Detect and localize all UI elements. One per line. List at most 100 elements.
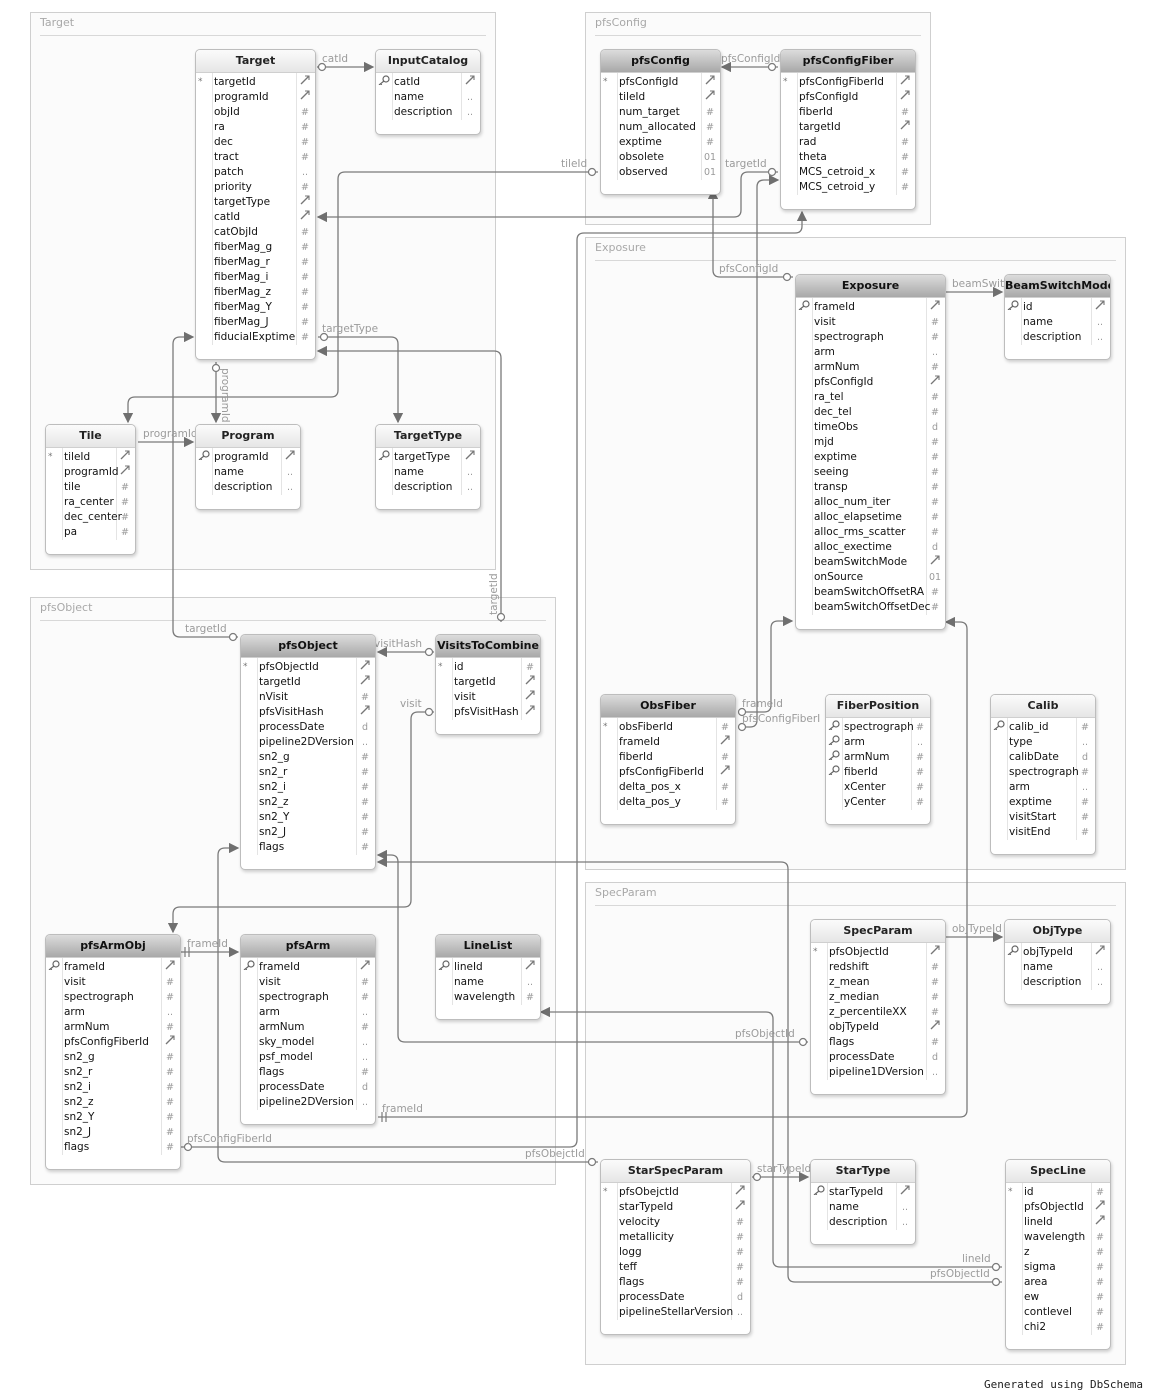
column-row[interactable]: metallicity# [601, 1230, 750, 1245]
table-header[interactable]: StarSpecParam [601, 1160, 750, 1183]
column-row[interactable]: arm.. [796, 345, 945, 360]
table-header[interactable]: pfsArm [241, 935, 375, 958]
column-row[interactable]: id [1005, 300, 1110, 315]
column-row[interactable]: spectrograph# [241, 990, 375, 1005]
column-row[interactable]: sn2_r# [241, 765, 375, 780]
table-header[interactable]: FiberPosition [826, 695, 930, 718]
column-row[interactable]: lineId [436, 960, 540, 975]
column-row[interactable]: arm.. [826, 735, 930, 750]
column-row[interactable]: armNum# [46, 1020, 180, 1035]
column-row[interactable]: alloc_num_iter# [796, 495, 945, 510]
column-row[interactable]: fiberId# [601, 750, 735, 765]
table-header[interactable]: Tile [46, 425, 135, 448]
column-row[interactable]: targetType [196, 195, 315, 210]
column-row[interactable]: sky_model.. [241, 1035, 375, 1050]
column-row[interactable]: fiberMag_g# [196, 240, 315, 255]
column-row[interactable]: ew# [1006, 1290, 1110, 1305]
column-row[interactable]: arm.. [991, 780, 1095, 795]
column-row[interactable]: ra# [196, 120, 315, 135]
column-row[interactable]: redshift# [811, 960, 945, 975]
column-row[interactable]: programId [46, 465, 135, 480]
column-row[interactable]: pfsConfigId [796, 375, 945, 390]
column-row[interactable]: teff# [601, 1260, 750, 1275]
column-row[interactable]: mjd# [796, 435, 945, 450]
column-row[interactable]: flags# [46, 1140, 180, 1155]
column-row[interactable]: pfsObjectId [1006, 1200, 1110, 1215]
column-row[interactable]: pipeline2DVersion.. [241, 1095, 375, 1110]
column-row[interactable]: delta_pos_x# [601, 780, 735, 795]
column-row[interactable]: name.. [436, 975, 540, 990]
table-header[interactable]: pfsArmObj [46, 935, 180, 958]
column-row[interactable]: z# [1006, 1245, 1110, 1260]
column-row[interactable]: fiberMag_J# [196, 315, 315, 330]
column-row[interactable]: visitStart# [991, 810, 1095, 825]
column-row[interactable]: sn2_z# [46, 1095, 180, 1110]
table-header[interactable]: SpecParam [811, 920, 945, 943]
column-row[interactable]: objTypeId [811, 1020, 945, 1035]
column-row[interactable]: pa# [46, 525, 135, 540]
column-row[interactable]: frameId [46, 960, 180, 975]
table-header[interactable]: BeamSwitchMode [1005, 275, 1110, 298]
column-row[interactable]: ra_center# [46, 495, 135, 510]
column-row[interactable]: yCenter# [826, 795, 930, 810]
column-row[interactable]: area# [1006, 1275, 1110, 1290]
column-row[interactable]: sn2_i# [241, 780, 375, 795]
column-row[interactable]: flags# [241, 840, 375, 855]
column-row[interactable]: visit# [46, 975, 180, 990]
column-row[interactable]: sn2_J# [241, 825, 375, 840]
column-row[interactable]: name.. [811, 1200, 915, 1215]
column-row[interactable]: *pfsObjectId [241, 660, 375, 675]
column-row[interactable]: ra_tel# [796, 390, 945, 405]
column-row[interactable]: psf_model.. [241, 1050, 375, 1065]
column-row[interactable]: *tileId [46, 450, 135, 465]
table-header[interactable]: StarType [811, 1160, 915, 1183]
column-row[interactable]: *targetId [196, 75, 315, 90]
column-row[interactable]: targetId [241, 675, 375, 690]
column-row[interactable]: description.. [196, 480, 300, 495]
column-row[interactable]: dec# [196, 135, 315, 150]
column-row[interactable]: xCenter# [826, 780, 930, 795]
column-row[interactable]: logg# [601, 1245, 750, 1260]
column-row[interactable]: fiberId# [781, 105, 915, 120]
column-row[interactable]: sn2_Y# [46, 1110, 180, 1125]
column-row[interactable]: objId# [196, 105, 315, 120]
column-row[interactable]: pipeline2DVersion.. [241, 735, 375, 750]
table-header[interactable]: ObjType [1005, 920, 1110, 943]
column-row[interactable]: description.. [1005, 975, 1110, 990]
column-row[interactable]: fiducialExptime# [196, 330, 315, 345]
column-row[interactable]: flags# [241, 1065, 375, 1080]
column-row[interactable]: pipeline1DVersion.. [811, 1065, 945, 1080]
column-row[interactable]: tile# [46, 480, 135, 495]
column-row[interactable]: contlevel# [1006, 1305, 1110, 1320]
column-row[interactable]: name.. [376, 465, 480, 480]
column-row[interactable]: description.. [811, 1215, 915, 1230]
column-row[interactable]: sn2_g# [241, 750, 375, 765]
column-row[interactable]: arm.. [241, 1005, 375, 1020]
table-header[interactable]: TargetType [376, 425, 480, 448]
column-row[interactable]: pfsConfigFiberId [601, 765, 735, 780]
column-row[interactable]: frameId [601, 735, 735, 750]
column-row[interactable]: fiberMag_z# [196, 285, 315, 300]
column-row[interactable]: z_median# [811, 990, 945, 1005]
column-row[interactable]: targetId [781, 120, 915, 135]
column-row[interactable]: tract# [196, 150, 315, 165]
column-row[interactable]: lineId [1006, 1215, 1110, 1230]
column-row[interactable]: arm.. [46, 1005, 180, 1020]
column-row[interactable]: programId [196, 450, 300, 465]
column-row[interactable]: *pfsConfigFiberId [781, 75, 915, 90]
column-row[interactable]: z_mean# [811, 975, 945, 990]
